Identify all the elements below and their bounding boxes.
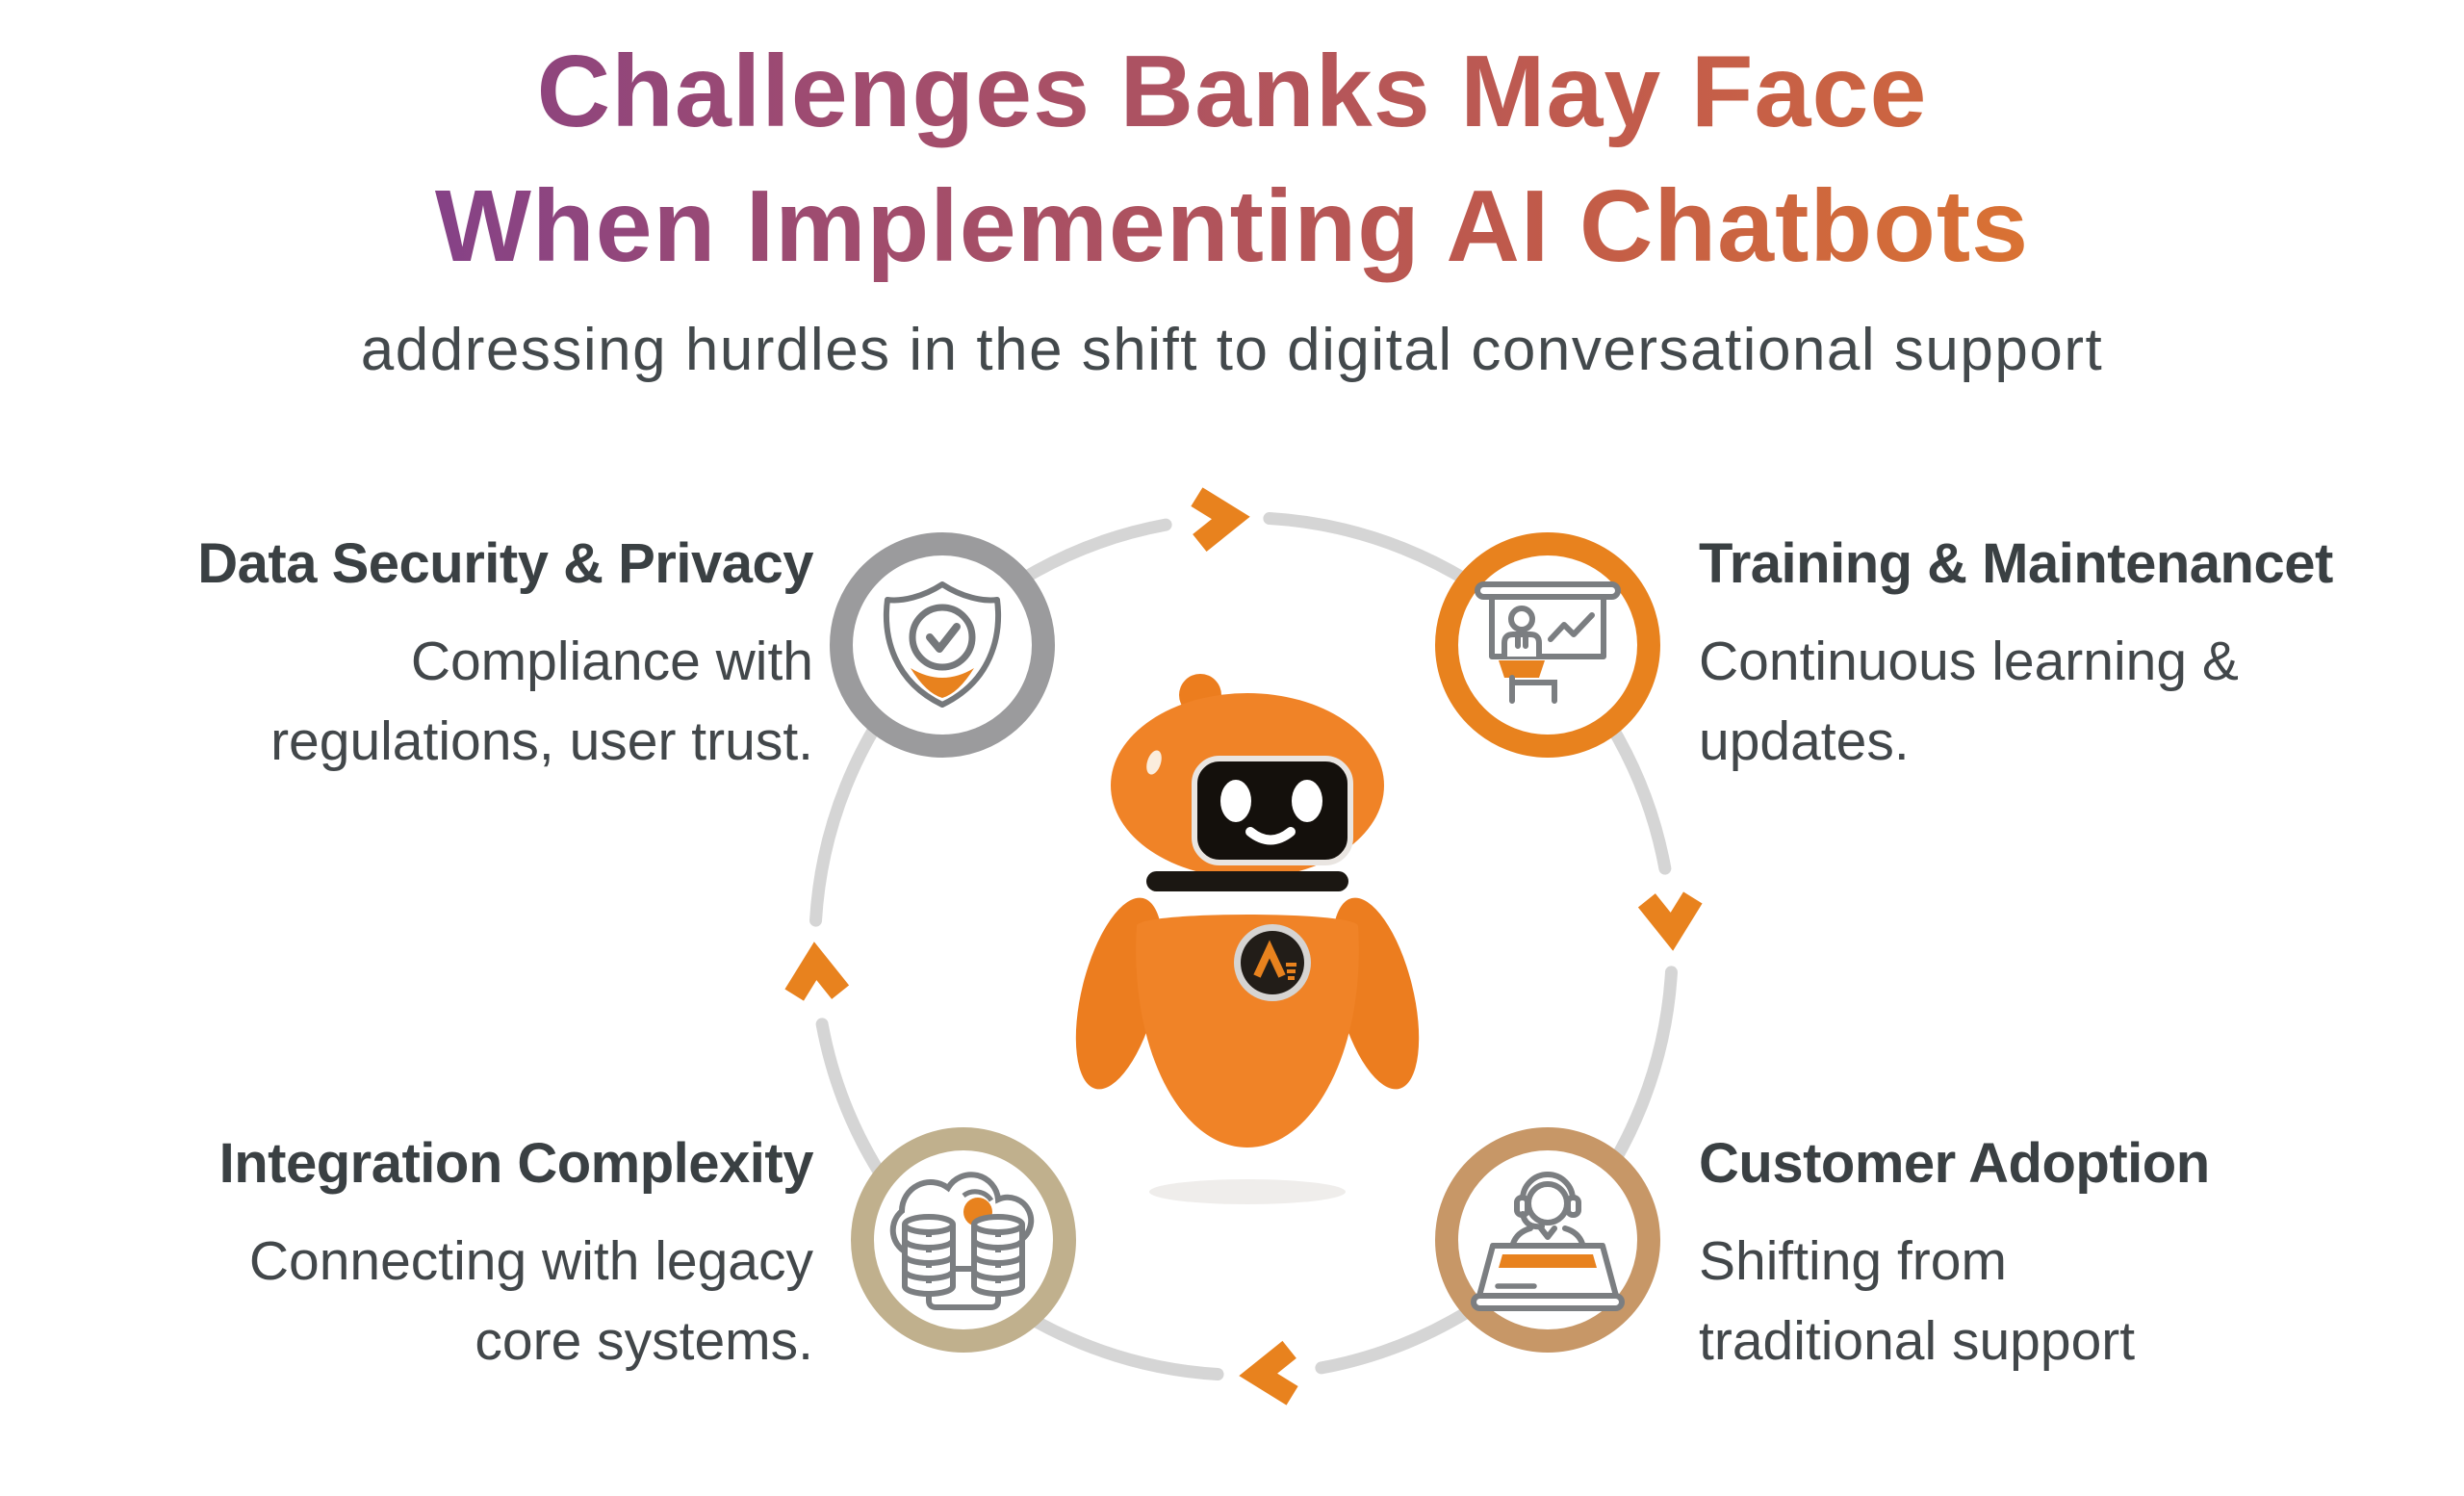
item-description: Continuous learning & updates. bbox=[1699, 630, 2239, 772]
robot-shadow bbox=[1149, 1179, 1346, 1204]
chatbot-robot-mascot bbox=[1075, 674, 1420, 1204]
cloud-database-icon bbox=[851, 1127, 1076, 1353]
item-title: Integration Complexity bbox=[218, 1132, 814, 1195]
chevron-right-icon bbox=[1191, 487, 1250, 552]
item-integration-complexity: Integration Complexity Connecting with l… bbox=[218, 1132, 814, 1381]
database-stack bbox=[971, 1214, 1025, 1297]
robot-neck-band bbox=[1146, 871, 1348, 891]
page-subtitle: addressing hurdles in the shift to digit… bbox=[360, 316, 2104, 383]
item-title: Customer Adoption bbox=[1699, 1132, 2210, 1195]
item-customer-adoption: Customer Adoption Shifting from traditio… bbox=[1699, 1132, 2210, 1381]
item-description: Compliance with regulations, user trust. bbox=[270, 630, 813, 772]
item-title: Data Security & Privacy bbox=[197, 532, 813, 595]
robot-face-screen bbox=[1192, 756, 1353, 865]
lectern-orange bbox=[1499, 660, 1545, 678]
support-agent-laptop-icon bbox=[1435, 1127, 1660, 1353]
robot-left-eye bbox=[1220, 780, 1251, 822]
orange-a-logo bbox=[1253, 940, 1296, 980]
database-stack bbox=[902, 1214, 956, 1297]
shield-check-icon bbox=[830, 532, 1055, 758]
robot-head-highlight bbox=[1146, 750, 1162, 775]
laptop-orange-bar bbox=[1499, 1254, 1597, 1268]
page-title-line2: When Implementing AI Chatbots bbox=[0, 160, 2464, 295]
presentation-chart-icon bbox=[1435, 532, 1660, 758]
page-title: Challenges Banks May Face When Implement… bbox=[0, 25, 2464, 295]
item-title: Training & Maintenancet bbox=[1699, 532, 2333, 595]
header: Challenges Banks May Face When Implement… bbox=[0, 25, 2464, 384]
shield-orange-crescent bbox=[911, 668, 974, 698]
chevron-up-icon bbox=[784, 941, 850, 1001]
item-training-maintenance: Training & Maintenancet Continuous learn… bbox=[1699, 532, 2333, 782]
chevron-down-icon bbox=[1637, 891, 1703, 951]
item-description: Shifting from traditional support bbox=[1699, 1229, 2136, 1372]
item-description: Connecting with legacy core systems. bbox=[248, 1229, 813, 1372]
icon-ring-orange bbox=[1435, 532, 1660, 758]
item-data-security: Data Security & Privacy Compliance with … bbox=[197, 532, 813, 782]
chevron-left-icon bbox=[1239, 1340, 1298, 1406]
robot-smile bbox=[1245, 827, 1296, 845]
robot-right-eye bbox=[1292, 780, 1322, 822]
page-title-line1: Challenges Banks May Face bbox=[0, 25, 2464, 160]
